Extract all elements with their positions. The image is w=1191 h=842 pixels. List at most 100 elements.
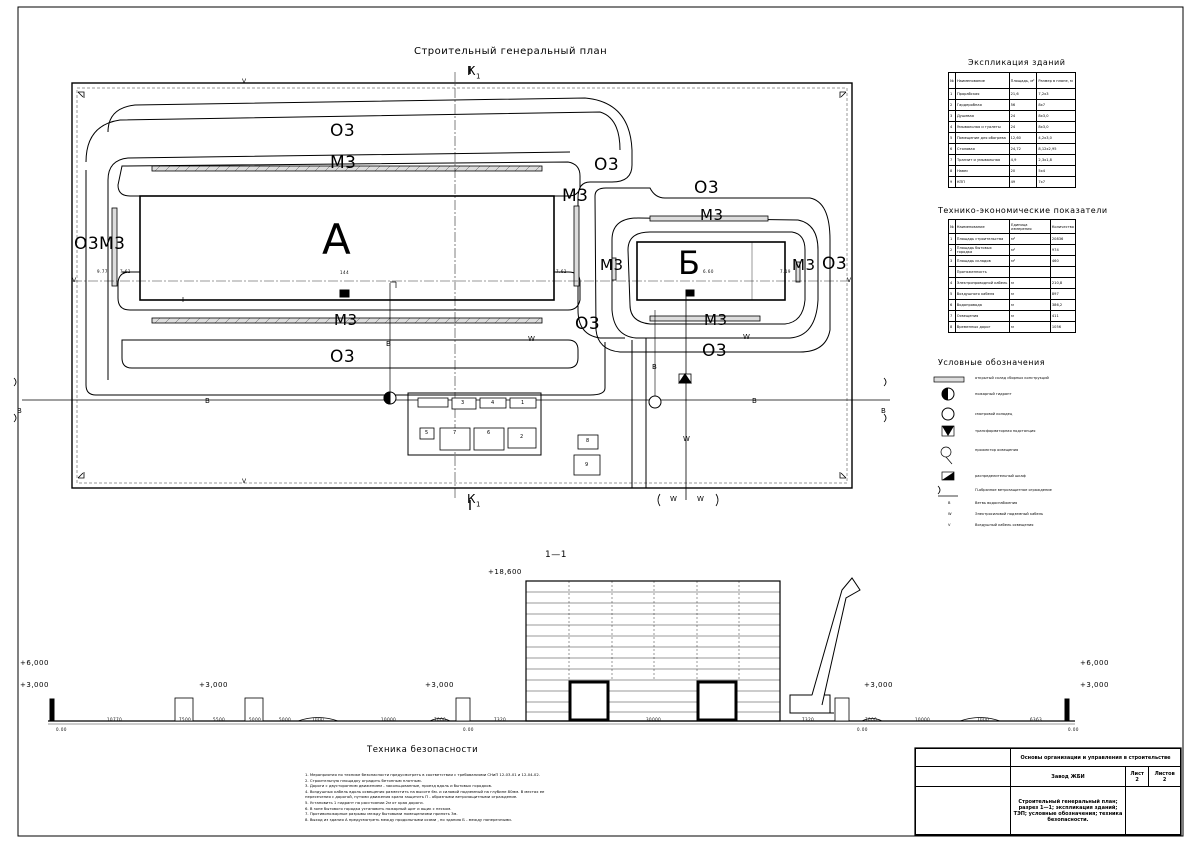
table-cell: 1056 bbox=[1049, 321, 1077, 333]
crane-label: М3 bbox=[99, 234, 126, 254]
legend-item: открытый склад сборных конструкций bbox=[975, 376, 1049, 380]
table-header: № bbox=[948, 219, 956, 234]
road-label: О3 bbox=[694, 178, 720, 198]
table-header: Наименование bbox=[954, 219, 1011, 234]
table-cell bbox=[1009, 266, 1051, 278]
table-cell: 24,72 bbox=[1008, 143, 1038, 155]
table-cell: Навес bbox=[954, 165, 1010, 177]
cable-letter: V bbox=[847, 277, 852, 284]
legend-symbol: V bbox=[948, 523, 951, 527]
level-mark: +3,000 bbox=[1080, 681, 1109, 689]
section-dim: 7320 bbox=[802, 717, 815, 722]
temp-building-number: 2 bbox=[520, 434, 524, 440]
temp-building-number: 5 bbox=[425, 430, 429, 436]
table-cell: 1 bbox=[948, 233, 956, 245]
section-dim: 7500 bbox=[179, 717, 192, 722]
table-cell: Электропроводной кабель bbox=[954, 277, 1011, 289]
table-cell: м bbox=[1009, 321, 1051, 333]
table-cell: Временных дорог bbox=[954, 321, 1011, 333]
table-cell: 7 bbox=[948, 154, 956, 166]
table-cell: 5 bbox=[948, 288, 956, 300]
legend-symbols bbox=[933, 376, 965, 497]
table-cell: 7х7 bbox=[1036, 176, 1076, 188]
table-cell: 386,2 bbox=[1049, 299, 1077, 311]
sheet-frame bbox=[17, 6, 1184, 837]
table-cell: 897 bbox=[1049, 288, 1077, 300]
road-label: О3 bbox=[702, 341, 728, 361]
legend-item: П-образное ветрозащитное ограждение bbox=[975, 488, 1052, 492]
stamp-sheets-value: 2 bbox=[1162, 776, 1167, 783]
table-cell: 8 bbox=[948, 321, 956, 333]
site-plan-title: Строительный генеральный план bbox=[414, 46, 608, 57]
section-marker-letter: К bbox=[467, 492, 477, 506]
legend-item: прожектор освещения bbox=[975, 448, 1019, 452]
section-dim: 6363 bbox=[1030, 717, 1043, 722]
power-letter: W bbox=[683, 435, 691, 443]
table-cell bbox=[948, 266, 956, 278]
table-header: Наименование bbox=[954, 72, 1010, 89]
safety-note: пересечения с дорогой, путями движения к… bbox=[305, 794, 518, 800]
dim-label: 6.60 bbox=[703, 269, 714, 274]
temp-building-number: 9 bbox=[585, 462, 589, 468]
crane-label: М3 bbox=[334, 311, 358, 329]
level-mark: +3,000 bbox=[864, 681, 893, 689]
section-dim: 5000 bbox=[279, 717, 292, 722]
section-marker-num: 1 bbox=[476, 72, 481, 81]
tech-table: № Наименование Единица измерения Количес… bbox=[948, 219, 1077, 333]
table-cell: 2,3х1,8 bbox=[1036, 154, 1076, 166]
building-a-label: А bbox=[322, 215, 352, 264]
section-dim: 5000 bbox=[249, 717, 262, 722]
road-label: О3 bbox=[330, 121, 356, 141]
table-cell: 7 bbox=[948, 310, 956, 322]
legend-item: распределительный шкаф bbox=[975, 474, 1026, 478]
legend-item: смотровой колодец bbox=[975, 412, 1013, 416]
table-cell: м² bbox=[1009, 244, 1051, 256]
section-dim: 10770 bbox=[107, 717, 123, 722]
dim-label: 7.19 bbox=[780, 269, 791, 274]
table-cell: 24 bbox=[1008, 121, 1038, 133]
table-cell: м bbox=[1009, 299, 1051, 311]
cable-letter: V bbox=[242, 78, 247, 85]
legend-item: Электросиловой подземный кабель bbox=[975, 512, 1044, 516]
section-marker-letter: К bbox=[467, 64, 477, 78]
section-1-1 bbox=[48, 577, 1075, 725]
table-cell: Помещение для обогрева bbox=[954, 132, 1010, 144]
table-cell: 2 bbox=[948, 244, 956, 256]
water-letter: В bbox=[652, 363, 658, 371]
temp-building-number: 1 bbox=[521, 400, 525, 406]
table-header: Количество bbox=[1049, 219, 1077, 234]
table-cell: м² bbox=[1009, 255, 1051, 267]
legend-item: Воздушный кабель освещения bbox=[975, 523, 1034, 527]
ground-mark: 0.00 bbox=[1068, 727, 1079, 732]
table-header: Единица измерения bbox=[1009, 219, 1051, 234]
legend-item: пожарный гидрант bbox=[975, 392, 1012, 396]
water-letter: В bbox=[17, 407, 23, 415]
table-cell: 1 bbox=[948, 88, 956, 100]
table-cell: Протяженность bbox=[954, 266, 1011, 278]
table-cell: Площадь бытовых городка bbox=[954, 244, 1011, 256]
safety-note: 7. Противопожарные разрывы между бытовым… bbox=[305, 811, 458, 817]
site-fence bbox=[71, 82, 853, 489]
dim-label: 7.62 bbox=[120, 269, 131, 274]
section-title: 1—1 bbox=[545, 550, 567, 560]
table-cell: 56 bbox=[1008, 99, 1038, 111]
section-dim: 7000 bbox=[312, 717, 325, 722]
table-cell: 7,2х3 bbox=[1036, 88, 1076, 100]
building-a-section bbox=[525, 580, 781, 722]
table-cell: м bbox=[1009, 288, 1051, 300]
storage-areas bbox=[111, 165, 801, 324]
legend-fence-icon bbox=[937, 485, 958, 497]
section-dim: 7000 bbox=[434, 717, 447, 722]
section-dim: 7320 bbox=[494, 717, 507, 722]
level-mark: +3,000 bbox=[425, 681, 454, 689]
safety-note: 3. Дороги с двусторонним движением - зак… bbox=[305, 783, 493, 789]
